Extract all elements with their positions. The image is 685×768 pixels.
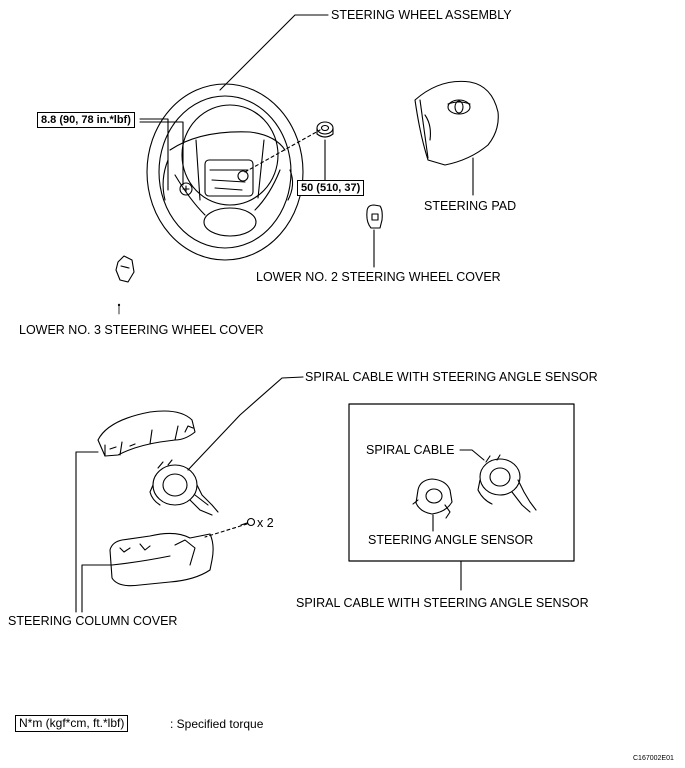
label-spiral-cable-with-sensor-top: SPIRAL CABLE WITH STEERING ANGLE SENSOR <box>305 370 598 384</box>
steering-pad-drawing <box>414 80 499 166</box>
leader-steering-wheel <box>219 14 329 91</box>
label-screw-quantity: x 2 <box>257 516 274 530</box>
steering-wheel-drawing <box>146 83 304 261</box>
label-steering-angle-sensor: STEERING ANGLE SENSOR <box>368 533 534 547</box>
lower-no3-cover-drawing <box>115 255 135 283</box>
lower-no2-cover-drawing <box>366 204 383 229</box>
label-steering-pad: STEERING PAD <box>424 199 517 213</box>
spiral-cable-right-drawing <box>477 454 537 513</box>
label-spiral-cable-with-sensor-bottom: SPIRAL CABLE WITH STEERING ANGLE SENSOR <box>296 596 589 610</box>
label-steering-column-cover: STEERING COLUMN COVER <box>8 614 178 628</box>
figure-code: C167002E01 <box>633 755 674 762</box>
legend-unit-box: N*m (kgf*cm, ft.*lbf) <box>15 715 129 732</box>
label-spiral-cable: SPIRAL CABLE <box>366 443 455 457</box>
torque-spec-wheel-bolt: 8.8 (90, 78 in.*lbf) <box>37 112 135 128</box>
spiral-cable-left-drawing <box>149 459 219 516</box>
torque-spec-nut: 50 (510, 37) <box>297 180 365 196</box>
leader-column-cover <box>75 451 99 613</box>
upper-column-cover-drawing <box>97 410 196 457</box>
legend-meaning: : Specified torque <box>170 717 264 731</box>
leader-spiral-top <box>187 376 304 471</box>
screw-dashed <box>204 523 248 538</box>
leader-torque-wheel <box>139 118 169 191</box>
screw-drawing <box>240 517 256 527</box>
label-steering-wheel-assembly: STEERING WHEEL ASSEMBLY <box>331 8 512 22</box>
nut-drawing <box>316 121 334 138</box>
label-lower-no3-cover: LOWER NO. 3 STEERING WHEEL COVER <box>19 323 264 337</box>
lower-column-cover-drawing <box>109 532 214 587</box>
label-lower-no2-cover: LOWER NO. 2 STEERING WHEEL COVER <box>256 270 501 284</box>
steering-angle-sensor-drawing <box>412 478 453 519</box>
leader-spiral-cable <box>459 449 485 461</box>
nut-axis-dashed <box>244 129 321 173</box>
